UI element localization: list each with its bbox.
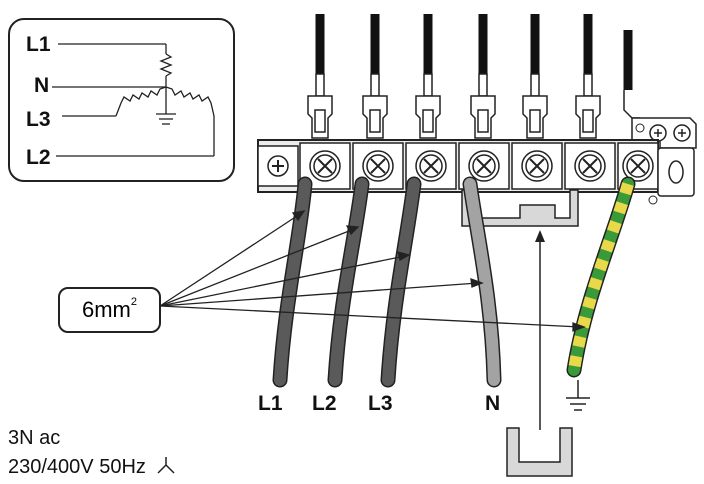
inset-label-L1: L1 [26, 33, 51, 56]
inset-schematic-frame [8, 18, 235, 182]
supply-cable-1 [315, 14, 325, 97]
star-symbol-icon [157, 457, 175, 474]
supply-cable-2 [370, 14, 380, 97]
output-wires [272, 176, 636, 388]
cable-lug-slot [477, 109, 489, 133]
earth-mark-icon [635, 123, 645, 133]
supply-line-2: 230/400V 50Hz [8, 455, 177, 479]
wire-label-L1: L1 [258, 392, 283, 415]
cable-lugs [307, 95, 601, 139]
wire-label-N: N [485, 392, 501, 415]
supply-cable-earth [623, 30, 640, 119]
wire-label-L3: L3 [368, 392, 393, 415]
inset-label-N: N [34, 74, 50, 97]
supply-cable-5 [530, 14, 540, 97]
star-connection-symbol [52, 43, 215, 157]
inset-label-L3: L3 [26, 108, 51, 131]
cable-lug-slot [369, 109, 381, 133]
earth-mark-icon [648, 195, 658, 205]
cable-lug-slot [582, 109, 594, 133]
bridge-jumper-icon [506, 230, 573, 477]
supply-cable-4 [478, 14, 488, 97]
cable-size-superscript: 2 [130, 296, 137, 308]
leader-arrows [159, 210, 586, 332]
cable-size-text: 6mm [81, 297, 131, 322]
supply-line-2-text: 230/400V 50Hz [8, 456, 146, 478]
supply-line-1: 3N ac [8, 427, 61, 449]
cable-lug-slot [314, 109, 326, 133]
supply-cable-3 [423, 14, 433, 97]
inset-label-L2: L2 [26, 146, 51, 169]
cable-lug-slot [422, 109, 434, 133]
cable-lug-slot [529, 109, 541, 133]
supply-cable-6 [583, 14, 593, 97]
wire-label-L2: L2 [312, 392, 337, 415]
ground-symbol [566, 380, 590, 411]
